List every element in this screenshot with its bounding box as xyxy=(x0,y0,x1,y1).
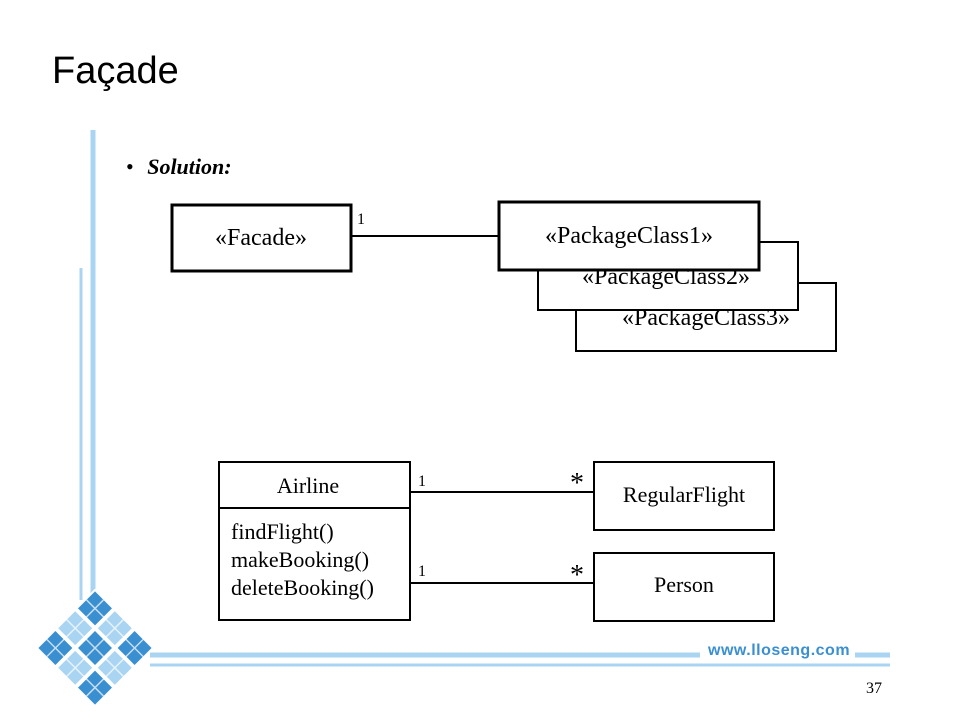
airline-flight-association: 1 * xyxy=(410,468,594,499)
regular-flight-label: RegularFlight xyxy=(623,482,745,507)
association-target-multiplicity: * xyxy=(570,560,584,591)
regular-flight-class: RegularFlight xyxy=(593,461,775,531)
bullet-text: Solution: xyxy=(147,154,232,179)
airline-operation: findFlight() xyxy=(231,519,334,544)
facade-label: «Facade» xyxy=(215,225,307,251)
slide-title: Façade xyxy=(52,50,179,92)
facade-class: «Facade» xyxy=(170,203,353,273)
footer-url: www.lloseng.com xyxy=(708,642,851,659)
person-class: Person xyxy=(593,552,775,622)
bullet-solution: • Solution: xyxy=(126,154,232,180)
page-number: 37 xyxy=(866,680,882,697)
airline-name: Airline xyxy=(277,473,339,498)
bullet-dot: • xyxy=(126,154,134,179)
airline-operation: makeBooking() xyxy=(231,547,369,572)
facade-multiplicity: 1 xyxy=(357,211,365,228)
facade-association: 1 xyxy=(351,211,499,237)
airline-class: Airline findFlight() makeBooking() delet… xyxy=(218,461,411,621)
package-class-1: «PackageClass1» xyxy=(497,200,761,272)
package-class-1-label: «PackageClass1» xyxy=(545,223,713,249)
association-target-multiplicity: * xyxy=(570,468,584,499)
decorative-frame xyxy=(79,130,890,667)
diamond-logo-icon xyxy=(35,588,155,708)
airline-operation: deleteBooking() xyxy=(231,575,374,600)
person-label: Person xyxy=(654,572,714,597)
association-source-multiplicity: 1 xyxy=(418,563,426,580)
association-source-multiplicity: 1 xyxy=(418,473,426,490)
airline-person-association: 1 * xyxy=(410,560,594,591)
